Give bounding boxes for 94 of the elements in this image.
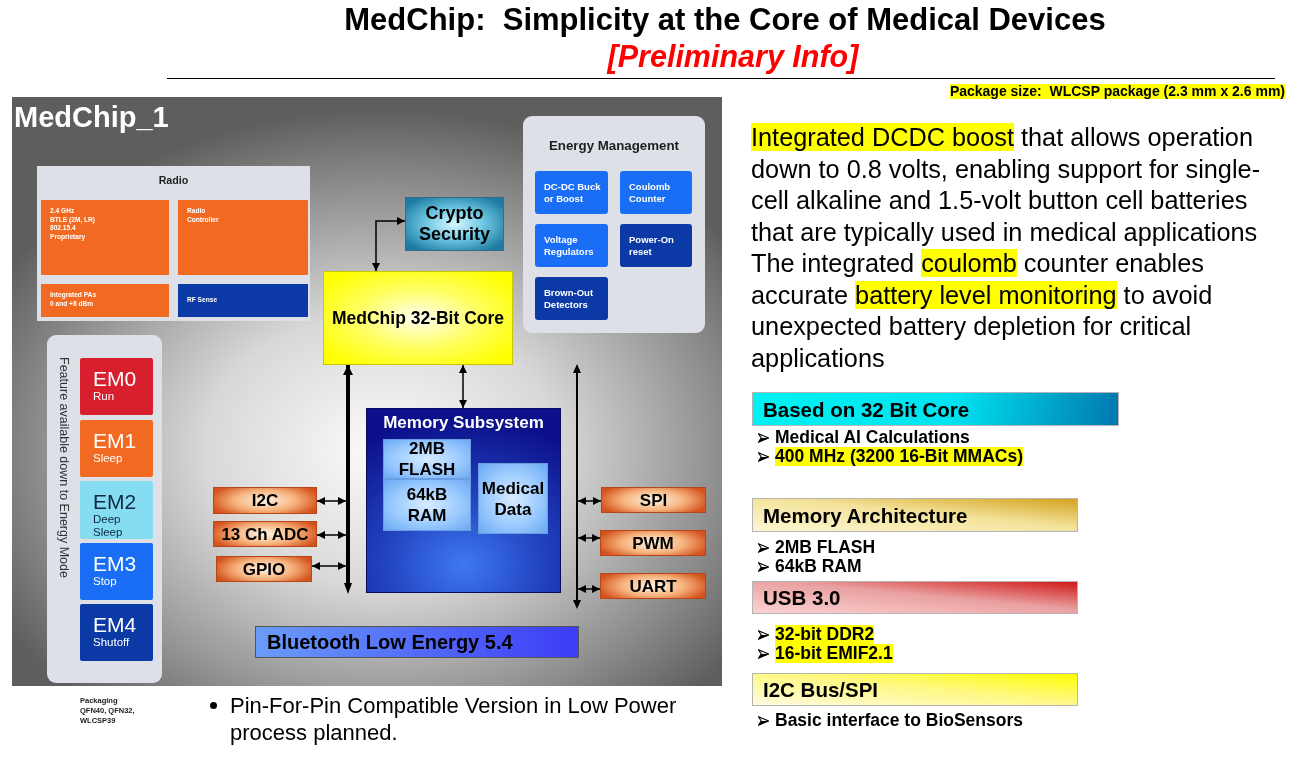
double-arrow bbox=[316, 497, 347, 505]
double-arrow bbox=[577, 534, 601, 542]
block-label: Crypto Security bbox=[417, 203, 491, 245]
energy-mode-tile bbox=[80, 543, 153, 600]
mode-description: Deep Sleep bbox=[93, 513, 124, 539]
feature-tile bbox=[535, 171, 608, 214]
double-arrow bbox=[459, 364, 467, 409]
interface-block bbox=[213, 521, 317, 547]
list-item-text: Medical AI Calculations bbox=[775, 428, 970, 447]
energy-mode-tile bbox=[80, 604, 153, 661]
interface-block bbox=[600, 573, 706, 599]
double-arrow bbox=[577, 585, 601, 593]
energy-mode-tile bbox=[80, 481, 153, 539]
chip-panel bbox=[12, 97, 722, 686]
block-label: 13 Ch ADC bbox=[221, 524, 309, 544]
double-arrow bbox=[316, 531, 347, 539]
tile-text: DC-DC Buck or Boost bbox=[544, 180, 602, 205]
mode-description: Run bbox=[93, 390, 115, 403]
mode-description: Stop bbox=[93, 575, 117, 588]
slide-subtitle: [Preliminary Info] bbox=[607, 39, 859, 73]
bus-line bbox=[573, 364, 581, 609]
mode-name: EM4 bbox=[93, 614, 137, 636]
memory-tile bbox=[478, 463, 548, 534]
interface-block bbox=[600, 530, 706, 556]
feature-tile bbox=[178, 284, 308, 317]
block-label: MedChip 32-Bit Core bbox=[331, 307, 505, 329]
panel-heading: Radio bbox=[158, 174, 189, 186]
tile-text: 2MB FLASH bbox=[397, 438, 457, 480]
mode-name: EM0 bbox=[93, 368, 137, 390]
panel-title: MedChip_1 bbox=[14, 101, 169, 133]
block-label: UART bbox=[629, 576, 677, 596]
slide-title: MedChip: Simplicity at the Core of Medical Devices bbox=[344, 2, 1106, 37]
interface-block bbox=[601, 487, 706, 513]
panel-heading: Energy Management bbox=[548, 138, 680, 153]
double-arrow bbox=[311, 562, 347, 570]
memory-tile bbox=[383, 439, 471, 479]
heading-band bbox=[752, 581, 1078, 614]
tile-text: 64kB RAM bbox=[405, 484, 449, 526]
tile-text: Brown-Out Detectors bbox=[544, 286, 595, 311]
feature-tile bbox=[620, 224, 692, 267]
feature-tile bbox=[41, 284, 169, 317]
double-arrow bbox=[577, 497, 602, 505]
protocol-bar bbox=[255, 626, 579, 658]
list-item-text: 2MB FLASH bbox=[775, 538, 876, 557]
double-arrow bbox=[372, 217, 406, 272]
feature-tile bbox=[535, 277, 608, 320]
core-block bbox=[323, 271, 513, 365]
energy-mode-panel bbox=[47, 335, 162, 683]
list-item-text: Basic interface to BioSensors bbox=[775, 711, 1023, 730]
mode-name: EM1 bbox=[93, 430, 137, 452]
feature-tile bbox=[178, 200, 308, 275]
footnote-text: Pin-For-Pin Compatible Version in Low Power process planned. bbox=[230, 692, 678, 746]
description-text: The integrated coulomb counter enables accurate battery level monitoring to avoid unexpected battery depletion for critical applications bbox=[751, 248, 1214, 374]
memory-tile bbox=[383, 479, 471, 531]
tile-text: Medical Data bbox=[480, 477, 546, 520]
block-label: I2C bbox=[251, 491, 279, 510]
block-label: GPIO bbox=[242, 559, 286, 579]
list-item-text: 32-bit DDR2 bbox=[775, 625, 875, 644]
radio-panel bbox=[37, 166, 310, 321]
package-note: Package size: WLCSP package (2.3 mm x 2.6 mm) bbox=[949, 84, 1285, 99]
band-title: USB 3.0 bbox=[763, 586, 841, 609]
block-heading: Memory Subsystem bbox=[383, 413, 544, 432]
energy-panel bbox=[523, 116, 705, 333]
memory-block bbox=[366, 408, 561, 593]
list-item-text: 16-bit EMIF2.1 bbox=[775, 644, 893, 663]
band-title: I2C Bus/SPI bbox=[763, 678, 879, 701]
tile-text: Coulomb Counter bbox=[629, 180, 672, 205]
bar-label: Bluetooth Low Energy 5.4 bbox=[267, 630, 513, 654]
panel-heading: Feature available down to Energy Mode bbox=[56, 357, 71, 578]
energy-mode-tile bbox=[80, 358, 153, 415]
feature-tile bbox=[620, 171, 692, 214]
list-item-text: 64kB RAM bbox=[775, 557, 862, 576]
interface-block bbox=[216, 556, 312, 582]
band-title: Memory Architecture bbox=[763, 503, 968, 527]
list-item-text: 400 MHz (3200 16-Bit MMACs) bbox=[775, 447, 1023, 466]
heading-band bbox=[752, 673, 1078, 706]
tile-text: Power-On reset bbox=[629, 233, 675, 258]
heading-band bbox=[752, 498, 1078, 532]
energy-mode-tile bbox=[80, 420, 153, 477]
arrow bbox=[343, 365, 353, 378]
heading-band bbox=[752, 392, 1119, 426]
mode-description: Shutoff bbox=[93, 636, 130, 649]
band-title: Based on 32 Bit Core bbox=[763, 397, 970, 421]
mode-description: Sleep bbox=[93, 452, 123, 465]
tile-text: Voltage Regulators bbox=[544, 233, 595, 258]
block-label: SPI bbox=[639, 490, 668, 510]
bus-line bbox=[344, 378, 352, 594]
feature-tile bbox=[41, 200, 169, 275]
mode-name: EM3 bbox=[93, 553, 137, 575]
feature-tile bbox=[535, 224, 608, 267]
block-label: PWM bbox=[632, 533, 674, 553]
interface-block bbox=[213, 487, 317, 514]
crypto-block bbox=[405, 197, 504, 251]
mode-name: EM2 bbox=[93, 491, 137, 513]
